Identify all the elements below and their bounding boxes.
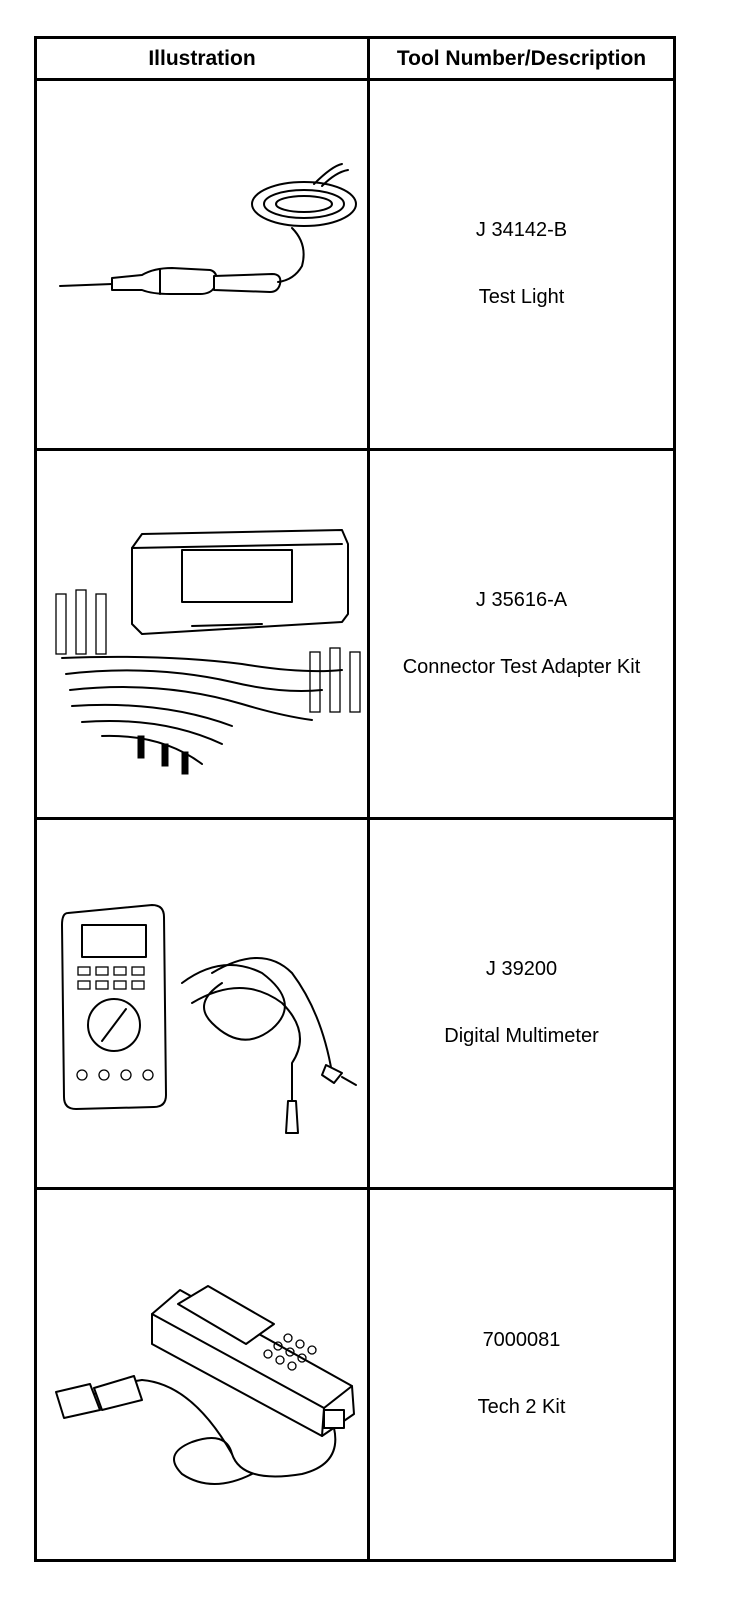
digital-multimeter-illustration xyxy=(61,904,357,1135)
tool-description: Test Light xyxy=(478,286,565,309)
tool-table: Illustration Tool Number/Description J 3… xyxy=(34,36,676,1562)
tool-number: J 39200 xyxy=(485,958,558,981)
connector-test-adapter-kit-illustration xyxy=(55,528,361,775)
connector-test-adapter-kit-description-cell: J 35616-A Connector Test Adapter Kit xyxy=(370,451,673,820)
test-light-description-cell: J 34142-B Test Light xyxy=(370,81,673,451)
tool-description: Digital Multimeter xyxy=(444,1025,599,1048)
tool-number: J 34142-B xyxy=(475,219,568,242)
header-illustration: Illustration xyxy=(37,39,370,81)
digital-multimeter-description-cell: J 39200 Digital Multimeter xyxy=(370,820,673,1190)
tech-2-kit-illustration-cell xyxy=(37,1189,370,1559)
tool-number: 7000081 xyxy=(482,1329,561,1352)
digital-multimeter-illustration-cell xyxy=(37,820,370,1190)
connector-test-adapter-kit-illustration-cell xyxy=(37,450,370,820)
tool-description: Connector Test Adapter Kit xyxy=(402,655,641,678)
test-light-illustration xyxy=(59,163,357,296)
tool-description: Tech 2 Kit xyxy=(477,1396,566,1419)
header-tool-number-description: Tool Number/Description xyxy=(370,39,673,81)
tool-number: J 35616-A xyxy=(475,588,568,611)
tech-2-kit-description-cell: 7000081 Tech 2 Kit xyxy=(370,1190,673,1560)
tech-2-kit-illustration xyxy=(55,1285,355,1486)
test-light-illustration-cell xyxy=(37,81,370,451)
